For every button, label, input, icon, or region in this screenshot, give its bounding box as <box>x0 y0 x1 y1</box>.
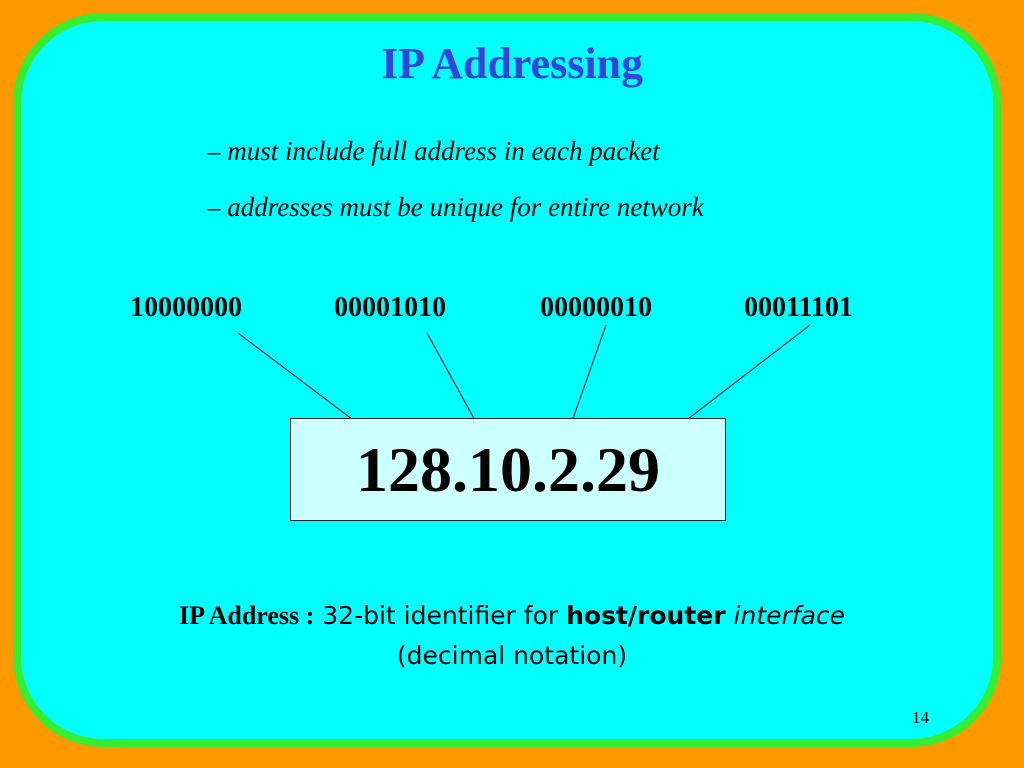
bullet-full-address: – must include full address in each pack… <box>207 136 660 166</box>
binary-octet-2: 00001010 <box>334 292 446 323</box>
ip-address-decimal: 128.10.2.29 <box>356 433 660 505</box>
binary-octet-1: 10000000 <box>130 292 242 323</box>
definition-host-router: host/router <box>566 601 726 630</box>
definition-line-1: IP Address : 32-bit identifier for host/… <box>40 596 984 636</box>
definition-text-1: 32-bit identifier for <box>314 601 567 630</box>
definition-term: IP Address : <box>178 601 315 630</box>
slide-title: IP Addressing <box>380 39 644 88</box>
definition-interface: interface <box>733 601 846 630</box>
definition-line-2: (decimal notation) <box>396 641 628 670</box>
slide-frame <box>13 13 1001 747</box>
ip-address-definition: IP Address : 32-bit identifier for host/… <box>40 596 984 676</box>
binary-octet-3: 00000010 <box>540 292 652 323</box>
page-number: 14 <box>912 708 929 727</box>
binary-octet-4: 00011101 <box>744 292 853 323</box>
bullet-unique-address: – addresses must be unique for entire ne… <box>207 192 704 222</box>
definition-text-2 <box>726 601 734 630</box>
ip-address-box: 128.10.2.29 <box>290 418 726 521</box>
